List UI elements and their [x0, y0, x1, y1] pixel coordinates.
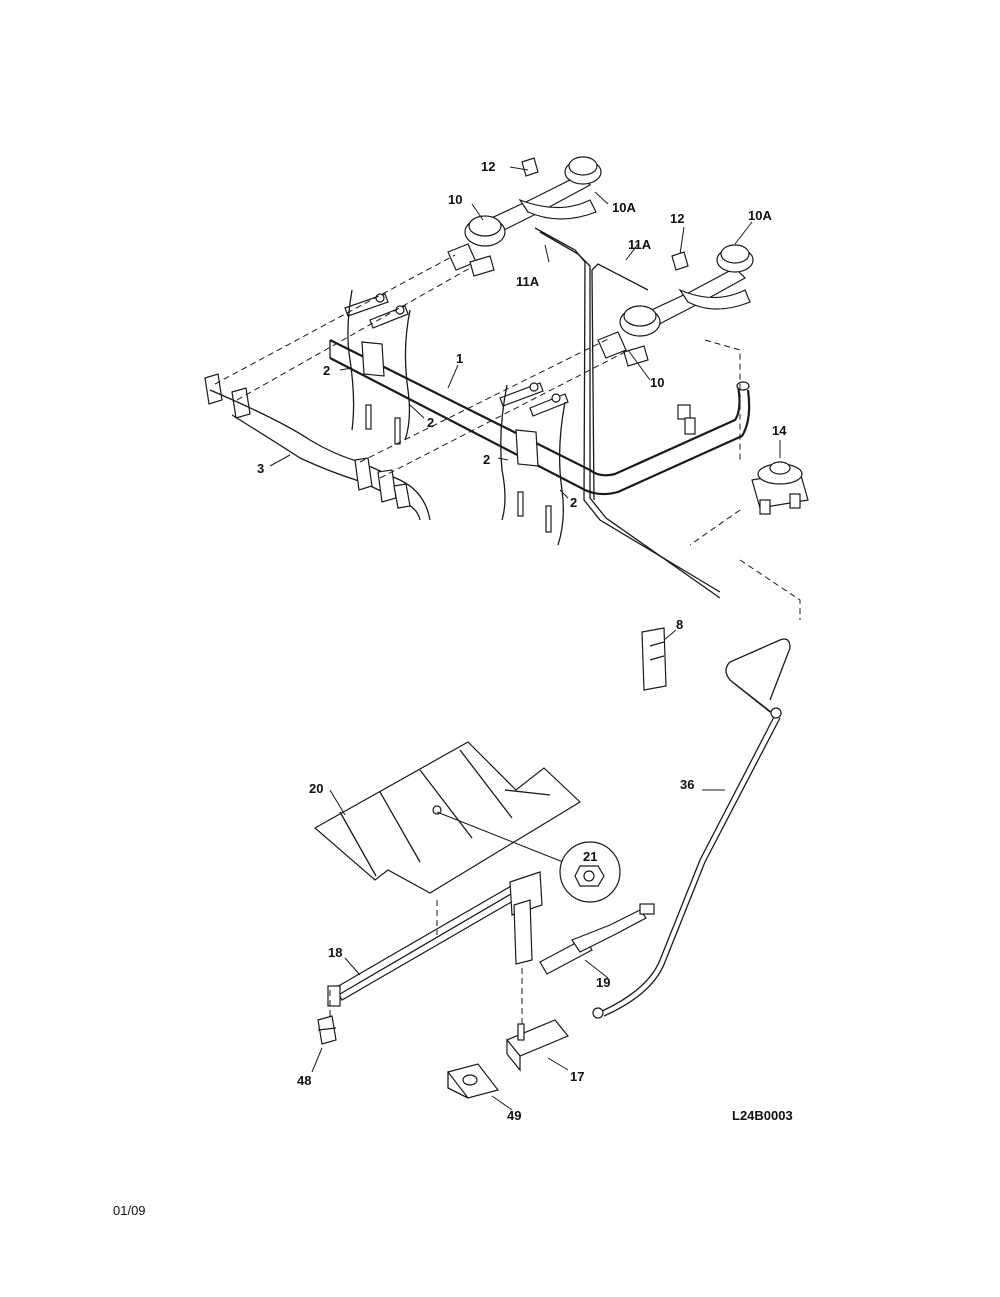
label-part-11A-right: 11A [628, 237, 652, 252]
label-part-1: 1 [456, 351, 464, 366]
broil-ignitor [539, 903, 655, 975]
pressure-regulator [751, 461, 809, 515]
label-part-10-right: 10 [650, 375, 665, 390]
bracket-49 [446, 1063, 500, 1099]
heat-shield [313, 741, 581, 894]
label-part-8: 8 [676, 617, 684, 632]
label-part-17: 17 [570, 1069, 585, 1084]
label-part-2-b: 2 [427, 415, 435, 430]
label-part-12-left: 12 [481, 159, 496, 174]
label-part-3: 3 [257, 461, 265, 476]
bracket-48 [317, 1015, 337, 1045]
label-part-14: 14 [772, 423, 787, 438]
leader-lines [269, 166, 781, 1111]
burner-support-bracket [204, 373, 431, 521]
label-part-12-right: 12 [670, 211, 685, 226]
label-part-48: 48 [297, 1073, 312, 1088]
label-part-21: 21 [583, 849, 598, 864]
label-part-19: 19 [596, 975, 611, 990]
label-part-49: 49 [507, 1108, 522, 1123]
label-part-36: 36 [680, 777, 695, 792]
orifice-spark-assemblies [344, 289, 569, 546]
manifold-mount-brackets [361, 341, 539, 467]
label-part-2-d: 2 [570, 495, 578, 510]
left-burner-pair [447, 156, 602, 277]
nut-callout [436, 811, 621, 903]
ignitor-wires [534, 227, 721, 599]
label-part-2-a: 2 [323, 363, 331, 378]
label-part-2-c: 2 [483, 452, 491, 467]
label-part-11A-left: 11A [516, 274, 540, 289]
label-part-20: 20 [309, 781, 324, 796]
assembly-guide-lines [214, 254, 801, 1016]
diagram-code: L24B0003 [732, 1108, 793, 1123]
label-part-10-left: 10 [448, 192, 463, 207]
label-part-10A-left: 10A [612, 200, 636, 215]
bracket-8 [641, 627, 667, 691]
broil-burner [327, 871, 543, 1007]
right-burner-pair [597, 244, 754, 367]
gas-tube [592, 638, 791, 1019]
broil-orifice-block [506, 968, 569, 1072]
revision-date: 01/09 [113, 1203, 146, 1218]
label-part-18: 18 [328, 945, 343, 960]
label-part-10A-right: 10A [748, 208, 772, 223]
